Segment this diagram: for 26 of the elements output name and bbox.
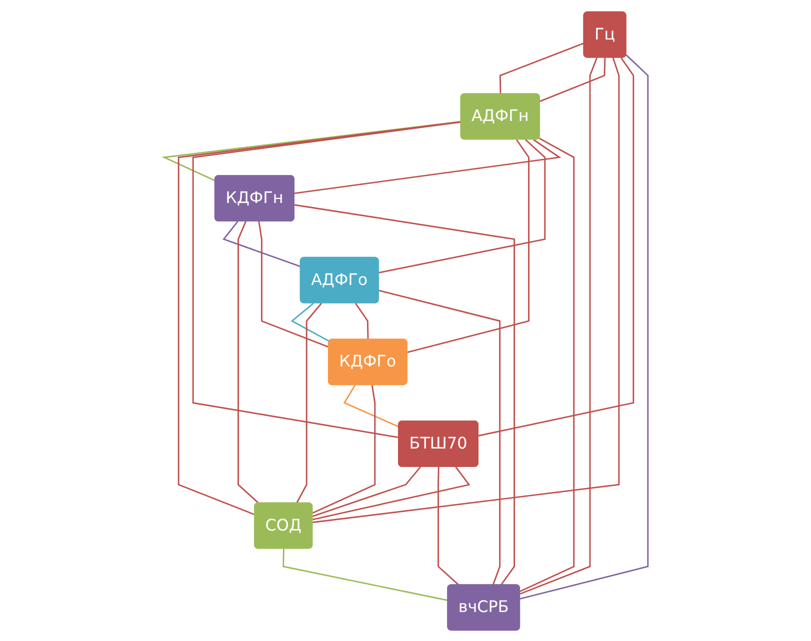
connector	[478, 56, 634, 436]
connector	[378, 138, 546, 273]
connector	[296, 302, 322, 503]
connector	[258, 220, 328, 348]
connector	[354, 302, 368, 339]
connector	[192, 120, 461, 438]
connector	[498, 42, 584, 94]
connector	[222, 220, 300, 267]
connector	[519, 137, 574, 592]
connector	[237, 220, 259, 504]
connector	[378, 289, 500, 585]
connector	[406, 138, 529, 352]
connector	[312, 466, 421, 516]
connector	[519, 54, 648, 599]
connector	[519, 57, 598, 594]
connector	[539, 57, 606, 102]
connector	[160, 120, 461, 181]
connector	[312, 57, 620, 523]
connector	[312, 384, 376, 514]
connector	[294, 204, 515, 585]
connector	[312, 466, 470, 520]
connector	[177, 120, 461, 515]
connector	[437, 466, 459, 585]
connector	[282, 548, 448, 601]
connector	[294, 138, 561, 194]
connector	[342, 384, 399, 427]
